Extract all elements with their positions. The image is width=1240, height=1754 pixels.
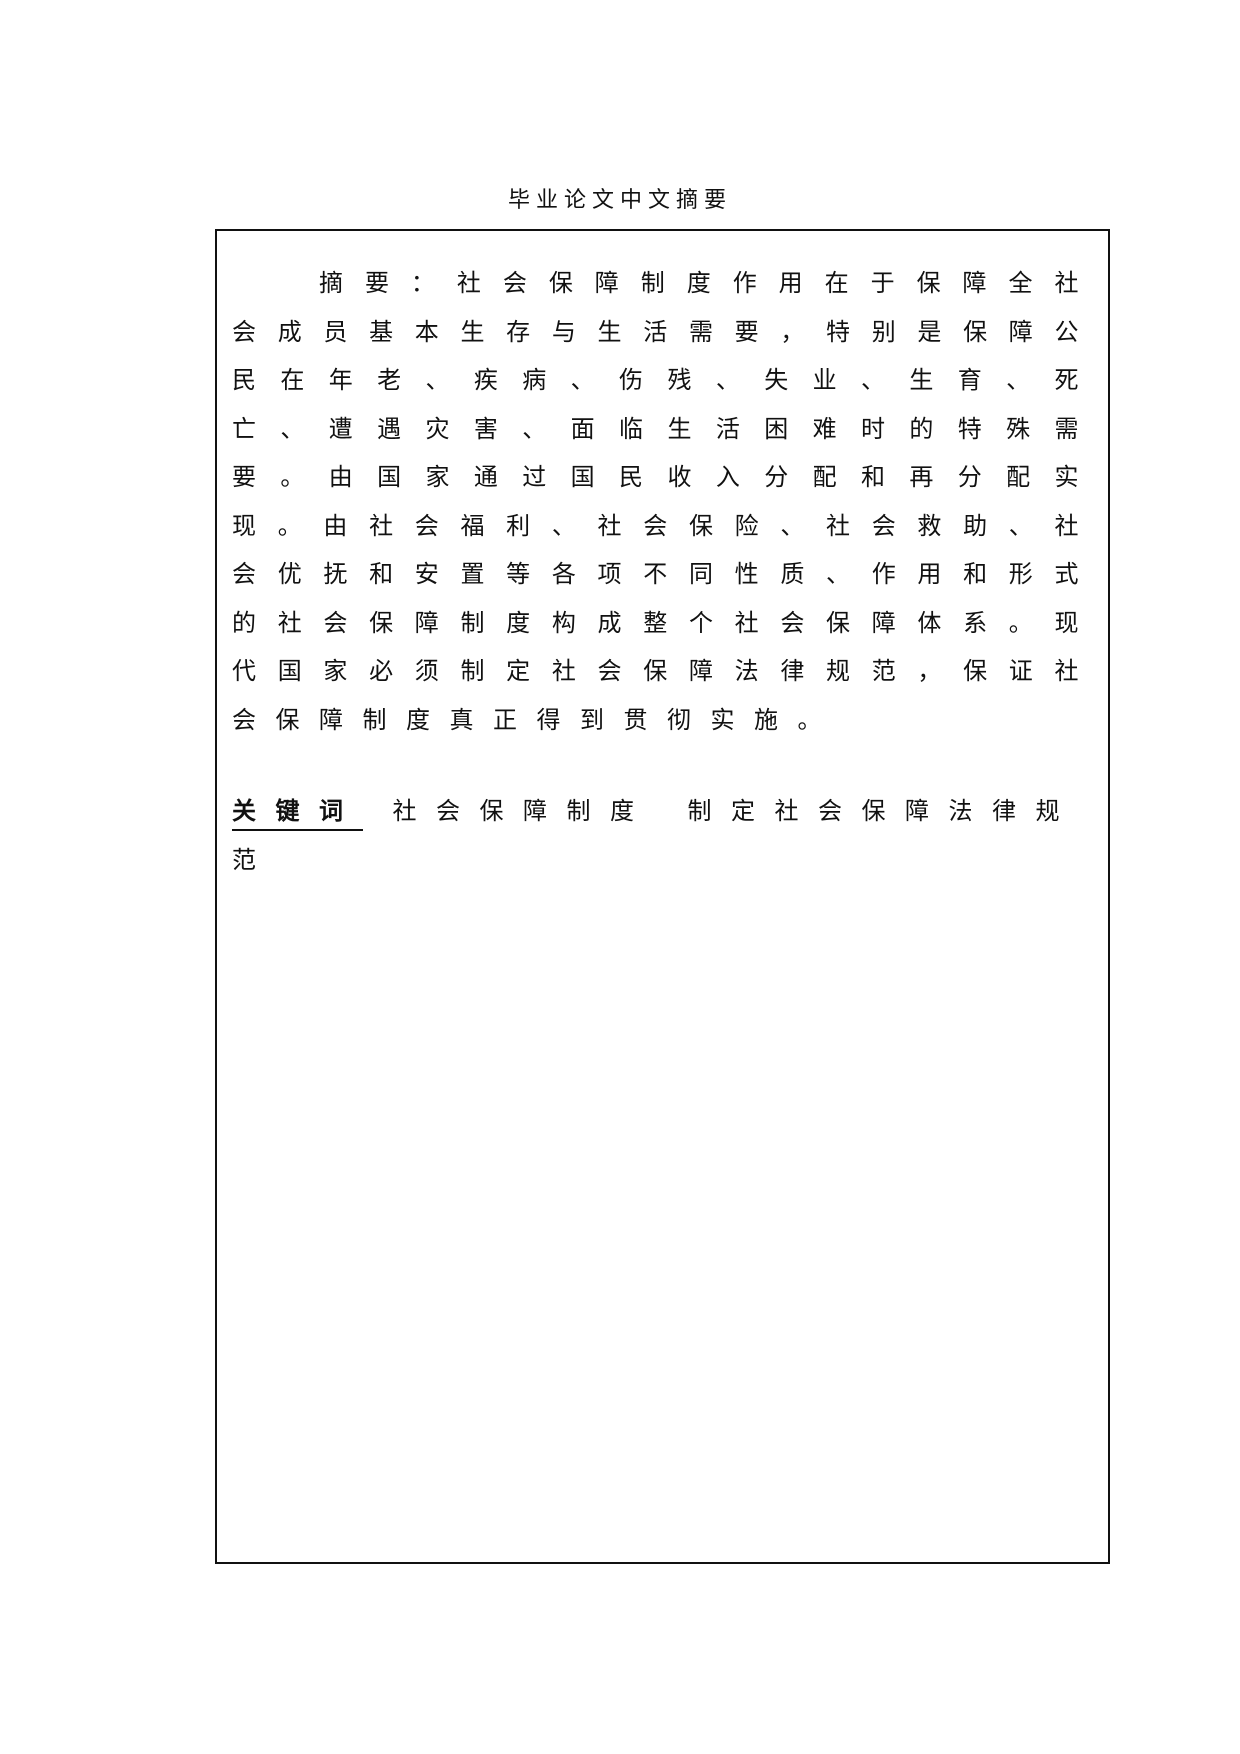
abstract-text: 社会保障制度作用在于保障全社会成员基本生存与生活需要，特别是保障公民在年老、疾病… bbox=[232, 269, 1098, 734]
keyword-item: 社会保障制度 bbox=[392, 797, 654, 825]
abstract-label: 摘要： bbox=[319, 269, 457, 297]
keywords-line: 关键词 社会保障制度制定社会保障法律规范 bbox=[232, 787, 1098, 884]
page-title: 毕业论文中文摘要 bbox=[507, 188, 732, 213]
keyword-item: 制定社会保障法律规范 bbox=[232, 797, 1079, 874]
abstract-box: 摘要：社会保障制度作用在于保障全社会成员基本生存与生活需要，特别是保障公民在年老… bbox=[215, 229, 1110, 1564]
abstract-paragraph: 摘要：社会保障制度作用在于保障全社会成员基本生存与生活需要，特别是保障公民在年老… bbox=[232, 259, 1098, 744]
keywords-label: 关键词 bbox=[232, 797, 363, 831]
